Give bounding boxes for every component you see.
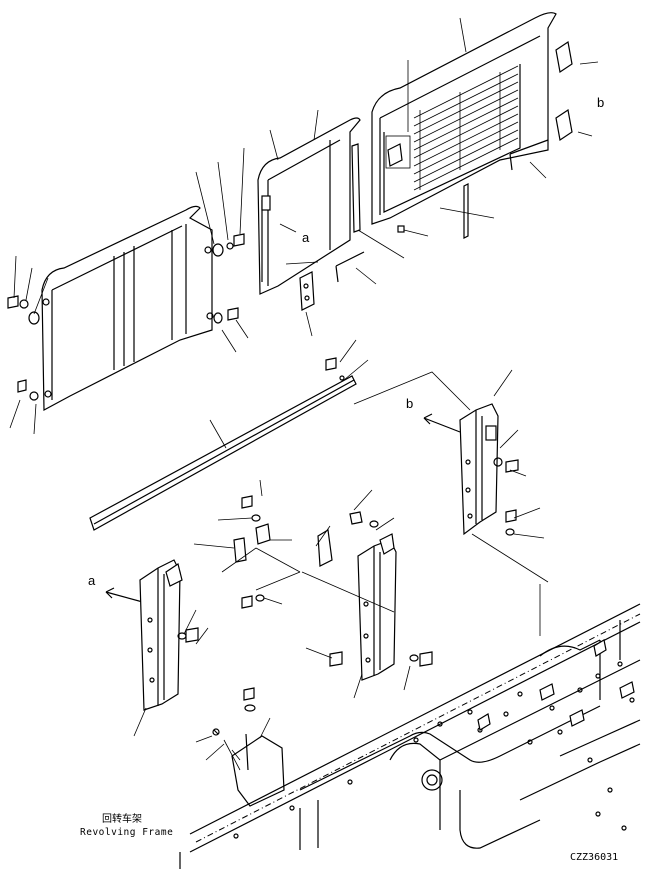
callout-b-arrow: b <box>406 396 413 411</box>
callout-a-upper: a <box>302 230 310 245</box>
bracket-bottom <box>195 687 285 807</box>
bracket-right <box>459 369 549 636</box>
bolt-washer-set-left <box>7 255 49 435</box>
frame-bolt-holes <box>233 661 635 839</box>
side-cover-panel-middle <box>257 117 365 311</box>
arrow-b <box>353 371 471 433</box>
clips-and-brackets <box>193 479 395 613</box>
revolving-frame <box>179 603 641 869</box>
bracket-left <box>133 559 209 737</box>
grille-cover-panel <box>371 12 573 239</box>
bolt-washer-set-mid <box>195 147 249 353</box>
support-rod <box>89 339 369 531</box>
drawing-code: CZZ36031 <box>570 852 618 863</box>
callout-b-upper: b <box>597 95 604 110</box>
leader-lines-middle <box>269 109 405 337</box>
frame-label-english: Revolving Frame <box>80 827 173 838</box>
frame-label-chinese: 回转车架 <box>102 812 142 825</box>
grille-louvres <box>413 65 519 191</box>
bracket-center <box>305 489 433 699</box>
callout-a-arrow: a <box>88 573 96 588</box>
leader-lines-top <box>371 17 599 237</box>
side-cover-panel-left <box>41 205 214 411</box>
